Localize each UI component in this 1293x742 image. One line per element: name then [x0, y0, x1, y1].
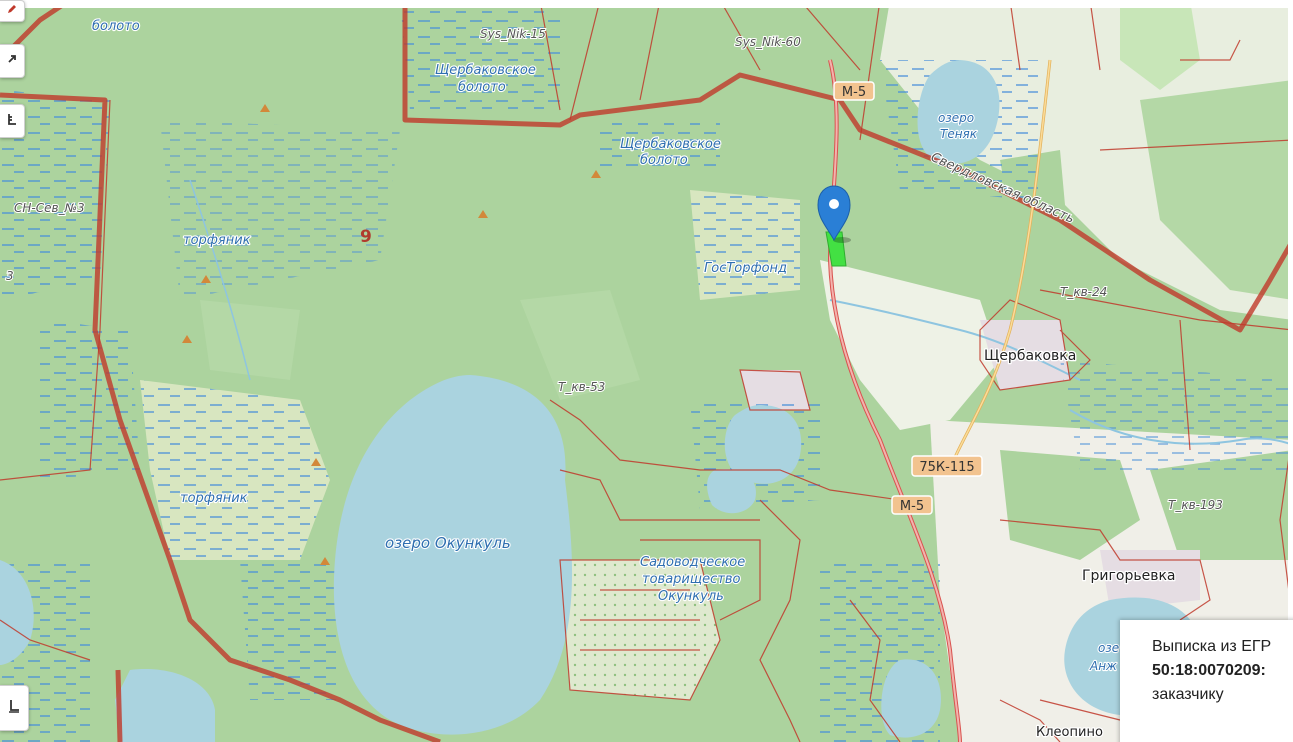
stream [189, 179, 251, 381]
pencil-icon [6, 3, 18, 19]
map-label: болото [640, 153, 688, 168]
map-label: торфяник [183, 233, 251, 248]
road-shield-label: М-5 [842, 85, 866, 100]
lake-tenyak [917, 60, 1000, 164]
lake-okunkul [333, 375, 573, 735]
map-label: Sys_Nik-60 [735, 35, 801, 49]
peak-icon [201, 275, 211, 283]
lake-label: Анж [1089, 659, 1117, 673]
info-panel[interactable]: Выписка из ЕГР 50:18:0070209: заказчику [1120, 620, 1293, 742]
map-label: Т_кв-24 [1060, 285, 1107, 299]
map-label: болото [458, 80, 506, 95]
orchard-pattern [560, 560, 720, 700]
town-area [980, 320, 1070, 390]
forest-patch [1140, 80, 1293, 300]
map-top-border [0, 0, 1293, 8]
layers-button[interactable] [0, 685, 29, 731]
map-label: болото [92, 19, 140, 34]
peak-icon [311, 458, 321, 466]
info-panel-note: заказчику [1152, 686, 1224, 703]
peak-markers [182, 104, 601, 565]
map-right-border [1288, 0, 1293, 742]
road-shield-label: М-5 [900, 499, 924, 514]
map-label: 3 [6, 269, 14, 283]
lake [115, 669, 215, 742]
lake-label: озеро Окункуль [385, 534, 511, 552]
marsh-pattern [400, 0, 560, 110]
map-label: товарищество [642, 572, 740, 587]
road-75k115-inner [949, 59, 1051, 471]
marsh-pattern [140, 380, 330, 560]
clearing [200, 300, 300, 380]
cadastral-number: 50:18:0070209: [1152, 662, 1266, 679]
stream [829, 299, 1081, 381]
map-label: ГосТорфонд [704, 261, 787, 276]
lake [0, 560, 34, 665]
town-label: Григорьевка [1082, 568, 1175, 584]
location-marker-icon[interactable] [817, 185, 851, 243]
lake [724, 405, 802, 484]
map-label: Щербаковское [435, 63, 536, 78]
open-area [820, 260, 1000, 430]
map-label: Щербаковское [620, 137, 721, 152]
stream [1069, 409, 1293, 446]
draw-button[interactable] [0, 0, 25, 22]
map-label: Т_кв-193 [1168, 498, 1223, 512]
map-label: 9 [360, 227, 372, 247]
measure-icon [6, 112, 18, 130]
lake [707, 469, 756, 514]
peak-icon [260, 104, 270, 112]
town-label: Щербаковка [984, 348, 1076, 364]
marsh-pattern [600, 120, 720, 170]
road-shield-m5-top: М-5 [833, 81, 875, 101]
forest-patch [1000, 450, 1140, 560]
marsh-pattern [240, 560, 340, 700]
map-label: торфяник [180, 491, 248, 506]
meadow [1120, 0, 1200, 90]
expand-icon [6, 53, 18, 69]
peak-icon [591, 170, 601, 178]
map-label: Садоводческое [640, 555, 745, 570]
fullscreen-button[interactable] [0, 44, 25, 78]
map-label: СН-Сев_№3 [14, 201, 85, 215]
forest-patch [1150, 450, 1293, 560]
marsh-pattern [40, 320, 140, 480]
clearing [520, 290, 640, 400]
map-label: озеро [938, 111, 974, 125]
peak-icon [182, 335, 192, 343]
marsh-pattern [690, 190, 800, 300]
lake-label: озе [1098, 641, 1119, 655]
town-label: Клеопино [1036, 725, 1103, 740]
layers-icon [7, 698, 21, 718]
measure-button[interactable] [0, 104, 25, 138]
marsh-pattern [160, 120, 400, 300]
marsh-pattern [1060, 360, 1293, 470]
lake [881, 659, 941, 738]
peak-icon [320, 557, 330, 565]
road-shield-label: 75К-115 [919, 460, 974, 475]
map-label: Sys_Nik-15 [480, 27, 546, 41]
info-panel-title: Выписка из ЕГР [1152, 638, 1272, 655]
road-shield-m5-bottom: М-5 [891, 495, 933, 515]
map-label: Т_кв-53 [558, 380, 605, 394]
road-shield-75k115: 75К-115 [911, 455, 983, 477]
town-area [1100, 550, 1200, 610]
peak-icon [478, 210, 488, 218]
map-label: Теняк [940, 127, 978, 141]
map-label: Окункуль [658, 589, 724, 604]
marsh-pattern [0, 90, 110, 300]
